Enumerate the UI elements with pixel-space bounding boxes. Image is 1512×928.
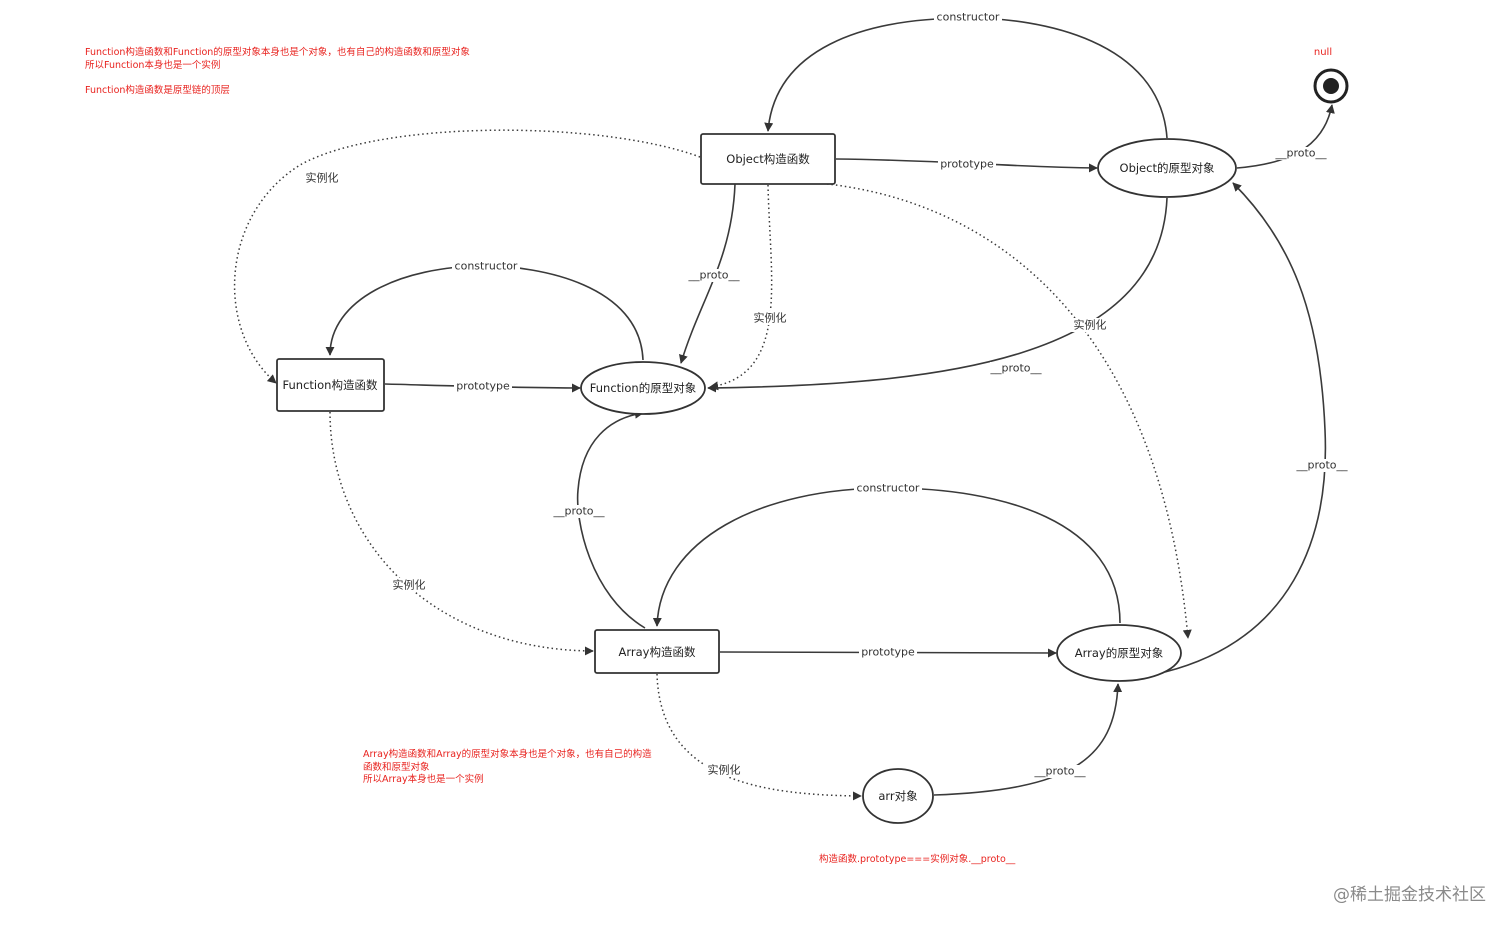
node-object-constructor: Object构造函数 — [700, 133, 836, 185]
svg-text:实例化: 实例化 — [306, 171, 339, 185]
edge-object-constructor — [764, 17, 1168, 139]
edge-functionctor-instantiate-arrayctor — [329, 411, 594, 656]
svg-text:prototype: prototype — [861, 646, 915, 659]
node-null: null — [1313, 47, 1349, 104]
svg-text:Array的原型对象: Array的原型对象 — [1075, 646, 1163, 660]
svg-text:__proto__: __proto__ — [1274, 147, 1327, 160]
edge-label-function-prototype: prototype — [454, 380, 512, 393]
svg-text:实例化: 实例化 — [393, 578, 426, 592]
svg-text:__proto__: __proto__ — [1033, 765, 1086, 778]
edge-label-arr-proto: __proto__ — [1033, 765, 1089, 778]
null-terminal-icon — [1323, 78, 1339, 94]
edge-label-instantiate-3: 实例化 — [1071, 318, 1109, 332]
node-array-constructor: Array构造函数 — [594, 629, 720, 674]
edge-objectproto-functionproto — [707, 197, 1168, 393]
svg-text:arr对象: arr对象 — [878, 789, 917, 803]
svg-text:Function的原型对象: Function的原型对象 — [590, 381, 696, 395]
node-array-prototype: Array的原型对象 — [1056, 624, 1182, 682]
svg-text:Object的原型对象: Object的原型对象 — [1120, 161, 1215, 175]
edge-label-array-constructor: constructor — [854, 482, 922, 495]
edge-arr-proto — [933, 683, 1123, 796]
edge-array-constructor — [652, 487, 1121, 627]
node-object-prototype: Object的原型对象 — [1097, 138, 1237, 198]
svg-text:prototype: prototype — [456, 380, 510, 393]
note-function-instance: Function构造函数和Function的原型对象本身也是个对象，也有自己的构… — [85, 47, 470, 71]
edge-function-constructor — [325, 265, 644, 361]
edge-label-instantiate-2: 实例化 — [303, 171, 341, 185]
edge-objectctor-instantiate-functionctor — [233, 129, 701, 384]
node-function-prototype: Function的原型对象 — [580, 361, 706, 415]
edge-label-object-prototype: prototype — [938, 158, 996, 171]
edge-arrayproto-objectproto — [1164, 182, 1327, 673]
edge-objectctor-instantiate-functionproto — [709, 184, 773, 391]
edge-label-object-constructor: constructor — [934, 11, 1002, 24]
edge-label-function-constructor: constructor — [452, 260, 520, 273]
edge-label-instantiate-5: 实例化 — [705, 763, 743, 777]
svg-text:__proto__: __proto__ — [989, 362, 1042, 375]
svg-text:Function构造函数: Function构造函数 — [283, 378, 378, 392]
svg-text:__proto__: __proto__ — [1295, 459, 1348, 472]
edge-label-objectproto-null: __proto__ — [1274, 147, 1330, 160]
svg-text:__proto__: __proto__ — [552, 505, 605, 518]
note-formula: 构造函数.prototype===实例对象.__proto__ — [819, 854, 1016, 865]
svg-text:Object构造函数: Object构造函数 — [726, 152, 810, 166]
edge-label-arrayproto-objectproto: __proto__ — [1295, 459, 1351, 472]
edge-label-array-prototype: prototype — [859, 646, 917, 659]
edge-arrayctor-instantiate-arr — [656, 673, 862, 801]
edge-label-instantiate-4: 实例化 — [390, 578, 428, 592]
watermark: @稀土掘金技术社区 — [1333, 885, 1486, 905]
svg-text:constructor: constructor — [857, 482, 920, 495]
svg-text:constructor: constructor — [455, 260, 518, 273]
edge-label-objectctor-proto: __proto__ — [687, 269, 743, 282]
svg-text:null: null — [1314, 47, 1332, 58]
edge-objectctor-instantiate-arrayproto — [817, 182, 1192, 639]
svg-text:实例化: 实例化 — [754, 311, 787, 325]
edge-arrayctor-proto — [576, 409, 646, 629]
node-arr-object: arr对象 — [862, 768, 934, 824]
svg-text:实例化: 实例化 — [1074, 318, 1107, 332]
edge-label-arrayctor-proto: __proto__ — [552, 505, 608, 518]
svg-text:__proto__: __proto__ — [687, 269, 740, 282]
note-function-top: Function构造函数是原型链的顶层 — [85, 85, 230, 96]
node-function-constructor: Function构造函数 — [276, 358, 385, 412]
edge-label-instantiate-1: 实例化 — [751, 311, 789, 325]
svg-text:constructor: constructor — [937, 11, 1000, 24]
svg-text:实例化: 实例化 — [708, 763, 741, 777]
note-array-instance: Array构造函数和Array的原型对象本身也是个对象，也有自己的构造 函数和原… — [363, 749, 652, 785]
svg-text:prototype: prototype — [940, 158, 994, 171]
svg-text:Array构造函数: Array构造函数 — [619, 645, 696, 659]
edge-label-objectproto-functionproto: __proto__ — [989, 362, 1042, 375]
